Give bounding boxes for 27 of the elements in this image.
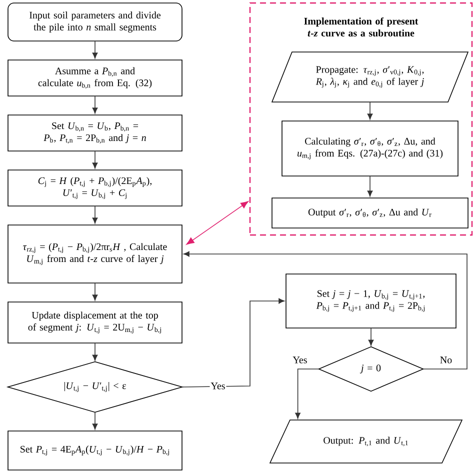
arrow <box>183 251 468 370</box>
start-box: Input soil parameters and divide the pile into n small segments <box>8 2 182 42</box>
arrow <box>367 176 373 197</box>
arrow <box>368 328 374 346</box>
process-box: τ$_{rz,j}$ = (P$_{t,j}$ − P$_{b,j}$)/2πr$_{s}$H , Calculate U$_{m,j}$ from and t-z curve of layer j <box>8 224 182 284</box>
arrow <box>92 412 98 430</box>
edge-label: Yes <box>210 382 226 390</box>
arrow <box>295 368 320 419</box>
edge-label: Yes <box>292 356 308 364</box>
process-box: Calculating σ′$_{r}$, σ′$_{θ}$, σ′$_{z}$, Δu, and u$_{m,j}$ from Eqs. (27a)-(27c) and (31) <box>282 120 458 176</box>
arrow <box>92 41 98 59</box>
process-box: Set U$_{b,n}$ = U$_{b}$, P$_{b,n}$ = P$_{b}$, P$_{t,n}$ = 2P$_{b,n}$ and j = n <box>8 114 182 152</box>
arrow <box>367 102 373 120</box>
arrow <box>92 343 98 361</box>
arrow <box>92 206 98 224</box>
arrow <box>92 96 98 114</box>
arrow <box>92 151 98 169</box>
process-box: Output σ′$_{r}$, σ′$_{θ}$, σ′$_{z}$, Δu and U$_{r}$ <box>272 198 468 228</box>
arrow <box>186 201 248 245</box>
process-box: C$_{j}$ = H (P$_{t,j}$ + P$_{b,j}$)/(2E$_{p}$A$_{p}$), U′$_{t,j}$ = U$_{b,j}$ + C$_{j}$ <box>8 170 182 206</box>
process-box: Set P$_{t,j}$ = 4E$_{p}$A$_{p}$(U$_{t,j}$ − U$_{b,j}$)/H − P$_{b,j}$ <box>8 430 182 470</box>
process-box: Set j = j − 1, U$_{b,j}$ = U$_{t,j+1}$, P$_{b,j}$ = P$_{t,j+1}$ and P$_{t,j}$ = 2P$_{b,j}$ <box>286 274 456 328</box>
process-box: Asumme a P$_{b,n}$ and calculate u$_{b,n}$ from Eq. (32) <box>8 60 182 96</box>
edge-label: No <box>438 356 454 364</box>
process-box: Update displacement at the top of segment j: U$_{t,j}$ = 2U$_{m,j}$ − U$_{b,j}$ <box>8 302 182 344</box>
arrow <box>92 283 98 301</box>
arrow <box>182 298 285 388</box>
